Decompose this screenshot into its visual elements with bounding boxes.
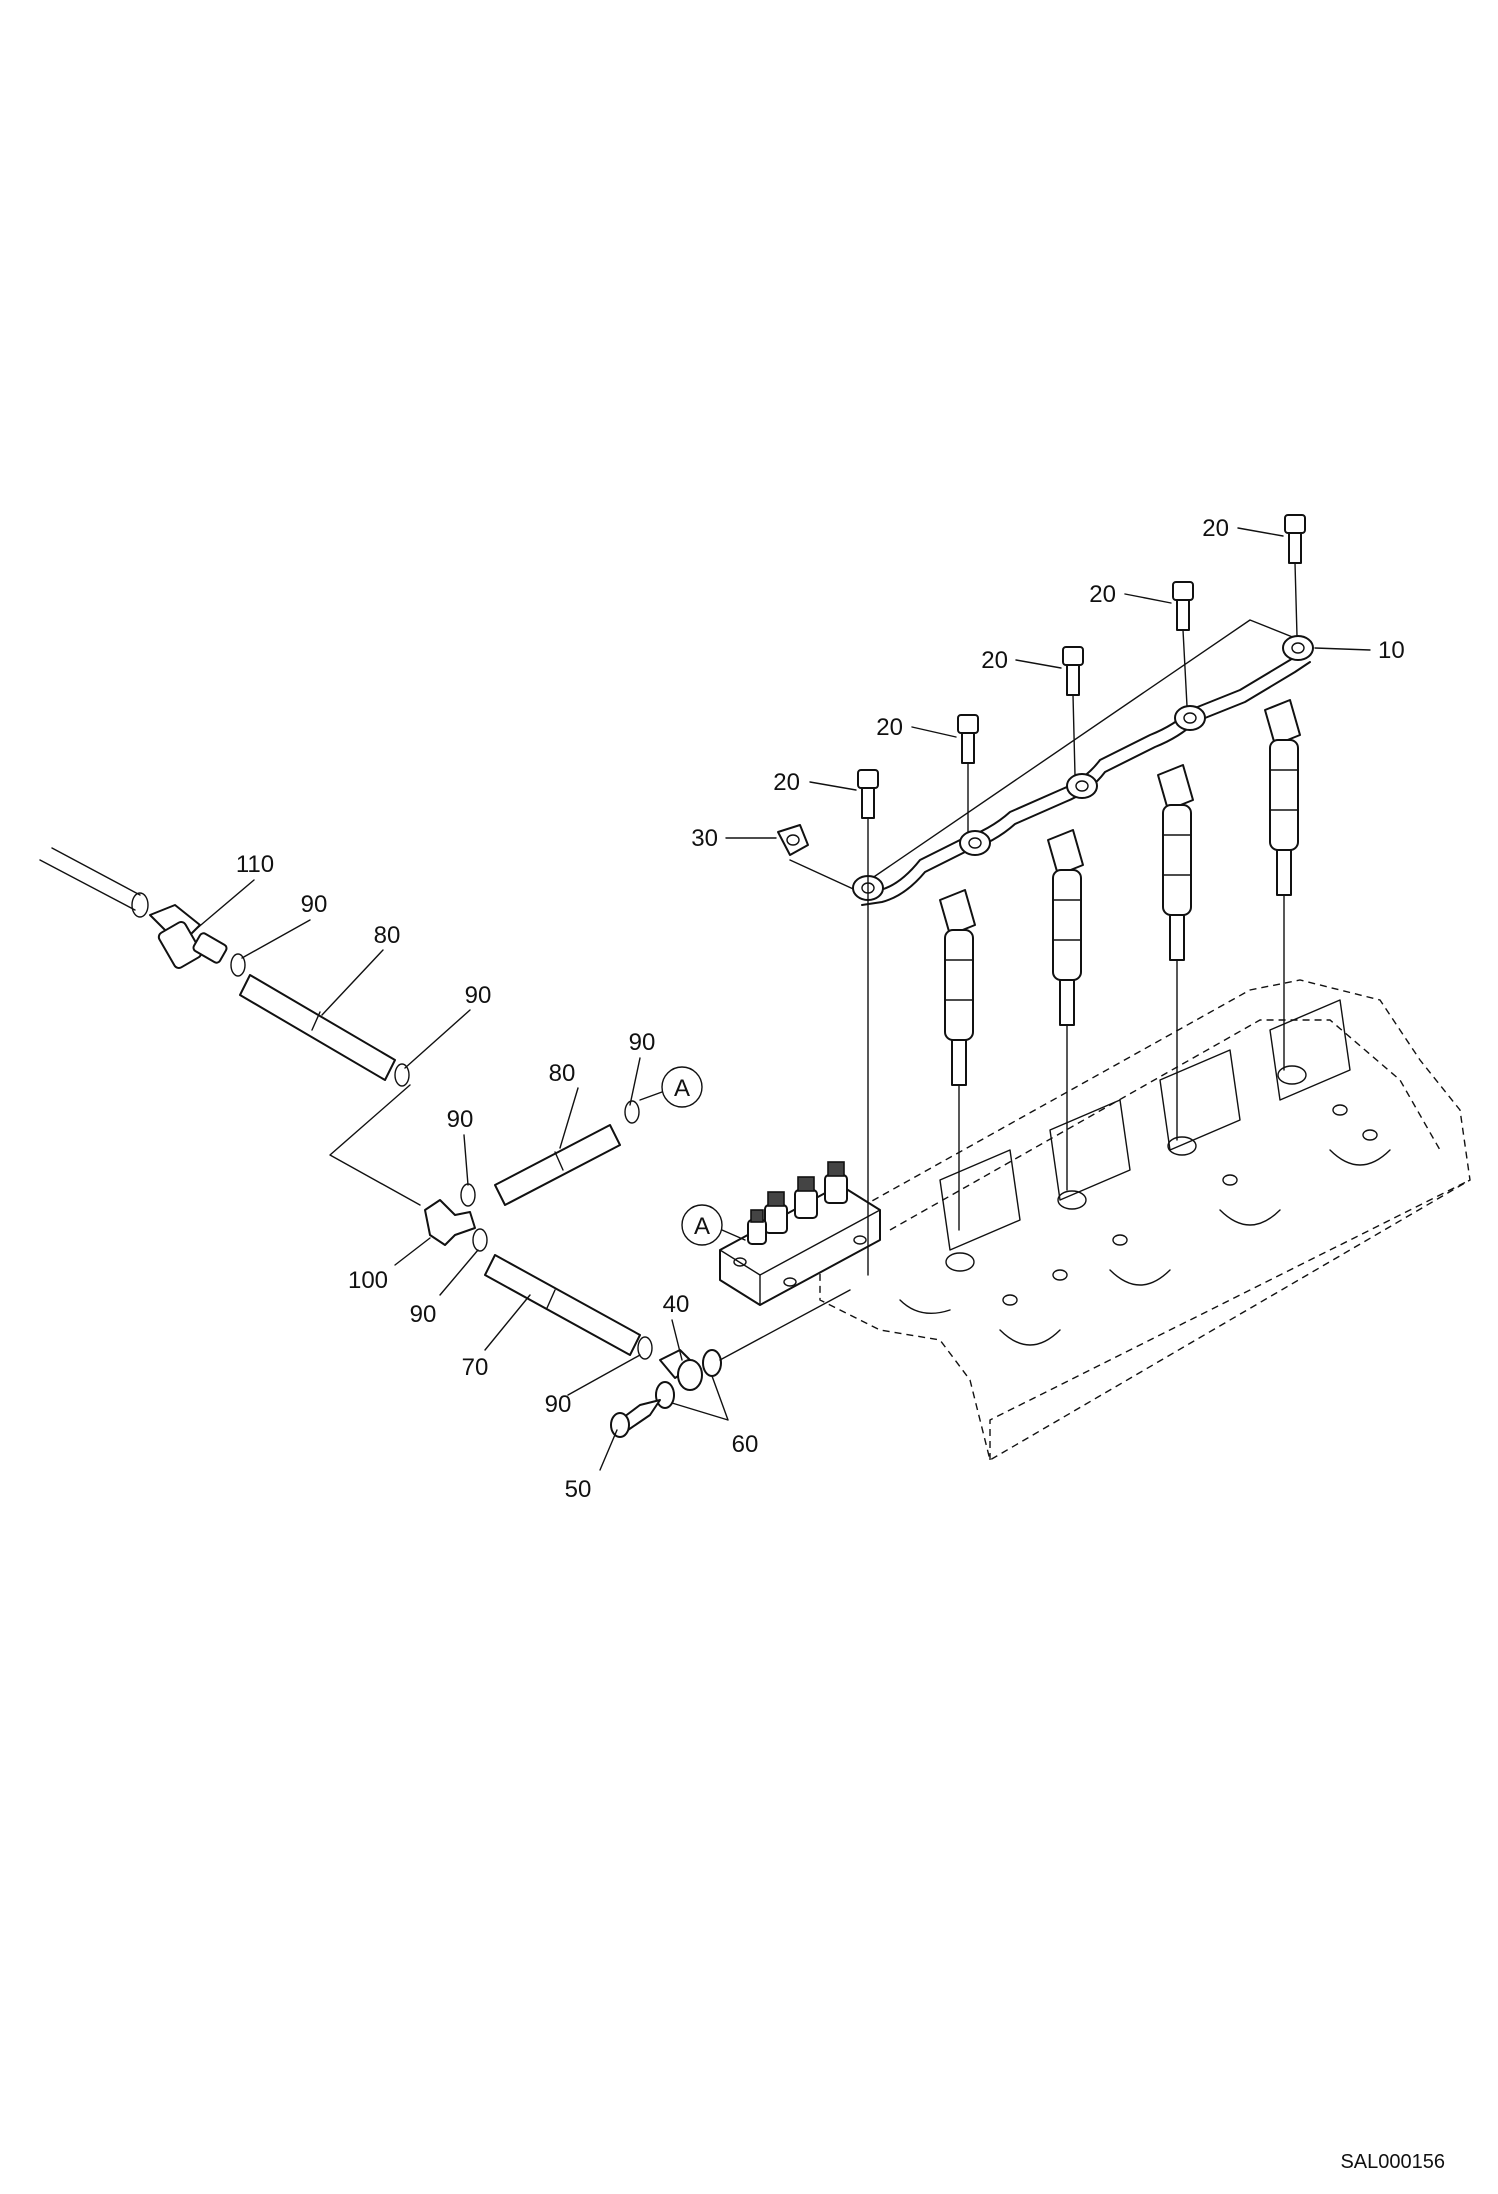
callout-80: 80: [549, 1060, 576, 1087]
callout-50: 50: [565, 1476, 592, 1503]
banjo-bolt: [957, 714, 979, 833]
injector: [1047, 829, 1084, 1191]
injection-pump: [719, 1161, 881, 1306]
callout-110: 110: [236, 851, 274, 878]
callout-20: 20: [1089, 581, 1116, 608]
fuel-hose-assembly: [39, 824, 851, 1438]
callouts: 20 20 20 20 20 10 30 110 90 80 90 90 80 …: [194, 515, 1405, 1503]
fuel-injectors: [939, 699, 1301, 1231]
callout-100: 100: [348, 1267, 388, 1294]
callout-60: 60: [732, 1431, 759, 1458]
injector: [1157, 764, 1194, 1141]
detail-ref-a: A: [639, 1066, 703, 1108]
callout-70: 70: [462, 1354, 489, 1381]
callout-90: 90: [301, 891, 328, 918]
callout-20: 20: [876, 714, 903, 741]
callout-20: 20: [981, 647, 1008, 674]
callout-40: 40: [663, 1291, 690, 1318]
callout-90: 90: [465, 982, 492, 1009]
injector: [939, 889, 976, 1231]
banjo-bolt: [1062, 646, 1084, 776]
svg-text:A: A: [674, 1075, 690, 1102]
banjo-bolt: [857, 769, 879, 1276]
reference-code: SAL000156: [1340, 2151, 1445, 2173]
banjo-bolt: [1172, 581, 1194, 707]
callout-20: 20: [1202, 515, 1229, 542]
svg-text:A: A: [694, 1213, 710, 1240]
fuel-return-rail: [789, 619, 1314, 906]
callout-80: 80: [374, 922, 401, 949]
banjo-bolt: [1284, 514, 1306, 637]
callout-90: 90: [545, 1391, 572, 1418]
callout-90: 90: [629, 1029, 656, 1056]
callout-90: 90: [447, 1106, 474, 1133]
callout-10: 10: [1378, 637, 1405, 664]
cylinder-head: [819, 979, 1471, 1462]
injector: [1264, 699, 1301, 1071]
detail-ref-a: A: [681, 1204, 746, 1246]
callout-30: 30: [691, 825, 718, 852]
banjo-bolts: [857, 514, 1306, 1276]
callout-20: 20: [773, 769, 800, 796]
callout-90: 90: [410, 1301, 437, 1328]
